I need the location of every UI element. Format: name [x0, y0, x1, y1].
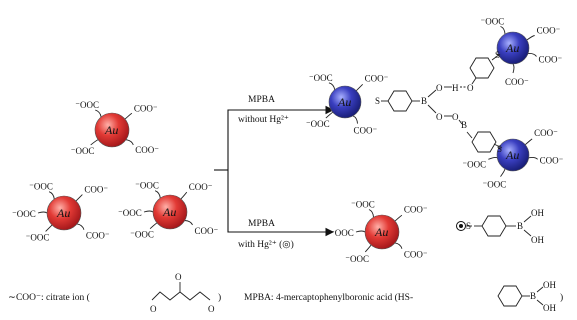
- gold-core: [152, 194, 188, 230]
- gold-core-label: Au: [337, 95, 351, 109]
- citrate-label: COO⁻: [134, 103, 158, 113]
- citrate-label: ⁻OOC: [26, 232, 50, 242]
- citrate-label: COO⁻: [189, 182, 213, 192]
- boronate-linker: S B O O H O O B S S: [375, 50, 503, 154]
- hg-mpba-marker: S B OH OH: [456, 208, 544, 245]
- oxygen-label-3: O: [452, 112, 459, 122]
- citrate-label: ⁻OOC: [130, 230, 154, 240]
- citrate-label: ⁻OOC: [75, 100, 99, 110]
- mpba-note: MPBA: 4-mercaptophenylboronic acid (HS-: [244, 292, 413, 303]
- citrate-label: COO⁻: [354, 126, 378, 136]
- benzene-ring-4: [481, 215, 507, 237]
- oxygen-label-1: O: [436, 83, 443, 93]
- oh-label-3: OH: [543, 280, 556, 290]
- gold-nanoparticle-red-3: ⁻OOC COO⁻ COO⁻ ⁻OOC ⁻OOC Au: [118, 181, 219, 240]
- citrate-label: ⁻OOC: [135, 181, 159, 191]
- citrate-o-3: O: [175, 272, 182, 282]
- gold-core-label: Au: [162, 205, 176, 219]
- sulfur-label: S: [375, 96, 380, 106]
- svg-text:): ): [560, 292, 563, 303]
- arrow-with-hg: [227, 170, 335, 237]
- gold-core-label: Au: [56, 206, 70, 220]
- bottom-condition-label: with Hg²⁺ (◎): [238, 239, 294, 250]
- citrate-label: COO⁻: [195, 226, 219, 236]
- gold-nanoparticle-red-product: ⁻OOC COO⁻ COO⁻ ⁻OOC ⁻OOC Au: [330, 199, 428, 263]
- gold-nanoparticle-blue-3: COO⁻ COO⁻ ⁻OOC ⁻OOC Au: [462, 128, 563, 190]
- benzene-ring-1: [387, 90, 413, 112]
- oxygen-label-4: O: [467, 83, 474, 93]
- citrate-label: COO⁻: [365, 73, 389, 83]
- oh-label-4: OH: [543, 303, 556, 313]
- citrate-label: COO⁻: [540, 155, 564, 165]
- gold-core: [46, 195, 82, 231]
- oh-label-1: OH: [531, 208, 544, 218]
- citrate-structure: O O O ): [150, 272, 221, 314]
- citrate-label: ⁻OOC: [29, 182, 53, 192]
- citrate-label: ⁻OOC: [483, 180, 507, 190]
- gold-core: [364, 214, 400, 250]
- gold-core-label: Au: [505, 41, 519, 55]
- gold-core: [496, 138, 530, 172]
- sulfur-label-4: S: [466, 221, 471, 231]
- citrate-label: ⁻OOC: [12, 209, 36, 219]
- oxygen-label-2: O: [436, 112, 443, 122]
- gold-core: [496, 31, 530, 65]
- svg-text:): ): [218, 292, 221, 303]
- citrate-label: COO⁻: [534, 128, 558, 138]
- gold-nanoparticle-red-2: ⁻OOC COO⁻ COO⁻ ⁻OOC ⁻OOC Au: [12, 182, 110, 243]
- citrate-label: ⁻OOC: [309, 73, 333, 83]
- sulfur-label-3: S: [497, 144, 502, 154]
- bottom-reagent-label: MPBA: [248, 219, 275, 229]
- citrate-label: COO⁻: [505, 77, 529, 87]
- boron-label-2: B: [461, 120, 467, 130]
- citrate-label: COO⁻: [135, 145, 159, 155]
- gold-nanoparticle-blue-2: ⁻OOC COO⁻ COO⁻ COO⁻ Au: [481, 16, 563, 87]
- gold-core-label: Au: [505, 148, 519, 162]
- gold-core: [328, 85, 362, 119]
- top-condition-label: without Hg²⁺: [238, 115, 289, 125]
- gold-core: [94, 112, 130, 148]
- sulfur-label-2: S: [495, 50, 500, 60]
- citrate-label: ⁻OOC: [118, 208, 142, 218]
- citrate-o-1: O: [150, 304, 157, 314]
- citrate-label: COO⁻: [86, 231, 110, 241]
- benzene-ring-3: [471, 131, 497, 153]
- citrate-label: ⁻OOC: [306, 119, 330, 129]
- gold-core-label: Au: [374, 225, 388, 239]
- boron-label-4: B: [530, 291, 536, 301]
- benzene-ring-5: [497, 285, 523, 307]
- arrow-without-hg: [227, 105, 335, 170]
- boron-label-1: B: [421, 96, 427, 106]
- citrate-label: COO⁻: [538, 55, 562, 65]
- citrate-label: ⁻OOC: [330, 228, 354, 238]
- footnote: ∼COO⁻: citrate ion ( O O O ) MPBA: 4-mer…: [8, 272, 563, 314]
- benzene-ring-2: [469, 57, 495, 79]
- mpba-structure: B OH OH ): [497, 280, 563, 313]
- gold-nanoparticle-red-1: ⁻OOC COO⁻ COO⁻ ⁻OOC Au: [71, 100, 160, 156]
- citrate-note: ∼COO⁻: citrate ion (: [8, 292, 90, 303]
- top-reagent-label: MPBA: [248, 95, 275, 105]
- citrate-o-2: O: [208, 304, 215, 314]
- citrate-label: COO⁻: [84, 185, 108, 195]
- hydrogen-label-1: H: [452, 83, 459, 93]
- citrate-label: ⁻OOC: [71, 146, 95, 156]
- citrate-label: COO⁻: [404, 204, 428, 214]
- citrate-label: ⁻OOC: [345, 254, 369, 264]
- citrate-label: ⁻OOC: [481, 16, 505, 26]
- boron-label-3: B: [517, 221, 523, 231]
- citrate-label: ⁻OOC: [351, 199, 375, 209]
- oh-label-2: OH: [531, 235, 544, 245]
- citrate-label: COO⁻: [404, 250, 428, 260]
- citrate-label: COO⁻: [537, 26, 561, 36]
- gold-nanoparticle-blue-1: ⁻OOC COO⁻ ⁻OOC COO⁻ Au: [306, 73, 389, 136]
- citrate-label: ⁻OOC: [462, 159, 486, 169]
- gold-core-label: Au: [104, 123, 118, 137]
